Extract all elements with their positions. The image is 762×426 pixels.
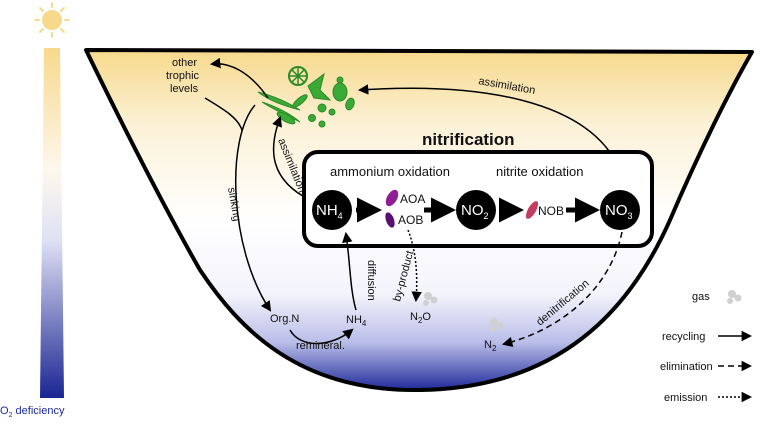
legend-elimination-label: elimination [660, 361, 713, 373]
ammonium-oxidation-label: ammonium oxidation [330, 164, 450, 179]
remineral-arrow [289, 328, 354, 345]
sinking-arrow [234, 104, 272, 312]
svg-text:other: other [172, 57, 197, 69]
gas-legend-icon [727, 290, 742, 304]
no3-node: NO3 [600, 190, 640, 230]
legend: gas recycling elimination emission [660, 290, 753, 404]
diffusion-label: diffusion [365, 260, 377, 301]
other-trophic-levels-label: other trophic levels [166, 57, 200, 95]
o2-deficiency-label: O2 deficiency [0, 405, 65, 419]
trophic-arrow [209, 57, 269, 99]
svg-text:NO2: NO2 [461, 202, 489, 221]
aob-label: AOB [398, 213, 423, 227]
gas-bubble-icon [423, 292, 438, 306]
diffusion-arrow [342, 231, 357, 311]
no2-node: NO2 [456, 190, 496, 230]
trophic-to-sinking [204, 97, 243, 131]
svg-text:NO3: NO3 [605, 202, 633, 221]
org-n-label: Org.N [270, 313, 299, 325]
aoa-label: AOA [400, 192, 425, 206]
legend-recycling-label: recycling [662, 331, 705, 343]
svg-text:NH4: NH4 [316, 202, 343, 221]
remineral-label: remineral. [296, 340, 345, 352]
svg-text:trophic: trophic [166, 70, 200, 82]
legend-emission-label: emission [664, 392, 707, 404]
by-product-arrow [407, 229, 422, 303]
denitrification-arrow [501, 231, 623, 348]
nh4-node: NH4 [312, 190, 352, 230]
nh4-bottom-label: NH4 [346, 314, 367, 328]
sinking-label: sinking [225, 186, 243, 222]
aob-microbe-icon [385, 212, 395, 228]
legend-gas-label: gas [692, 291, 710, 303]
phytoplankton-icon [257, 66, 355, 128]
assimilation-left-arrow [272, 116, 311, 201]
gas-bubble-icon [489, 318, 504, 332]
nitrification-title: nitrification [422, 130, 515, 149]
aoa-microbe-icon [385, 189, 399, 207]
sun-icon [34, 2, 70, 38]
n2-label: N2 [484, 339, 497, 353]
assimilation-top-arrow [357, 84, 621, 171]
nob-label: NOB [538, 204, 564, 218]
n2o-label: N2O [410, 311, 431, 325]
nob-microbe-icon [525, 201, 539, 219]
svg-text:levels: levels [170, 83, 199, 95]
o2-gradient-wedge [40, 48, 64, 398]
nitrite-oxidation-label: nitrite oxidation [496, 164, 583, 179]
